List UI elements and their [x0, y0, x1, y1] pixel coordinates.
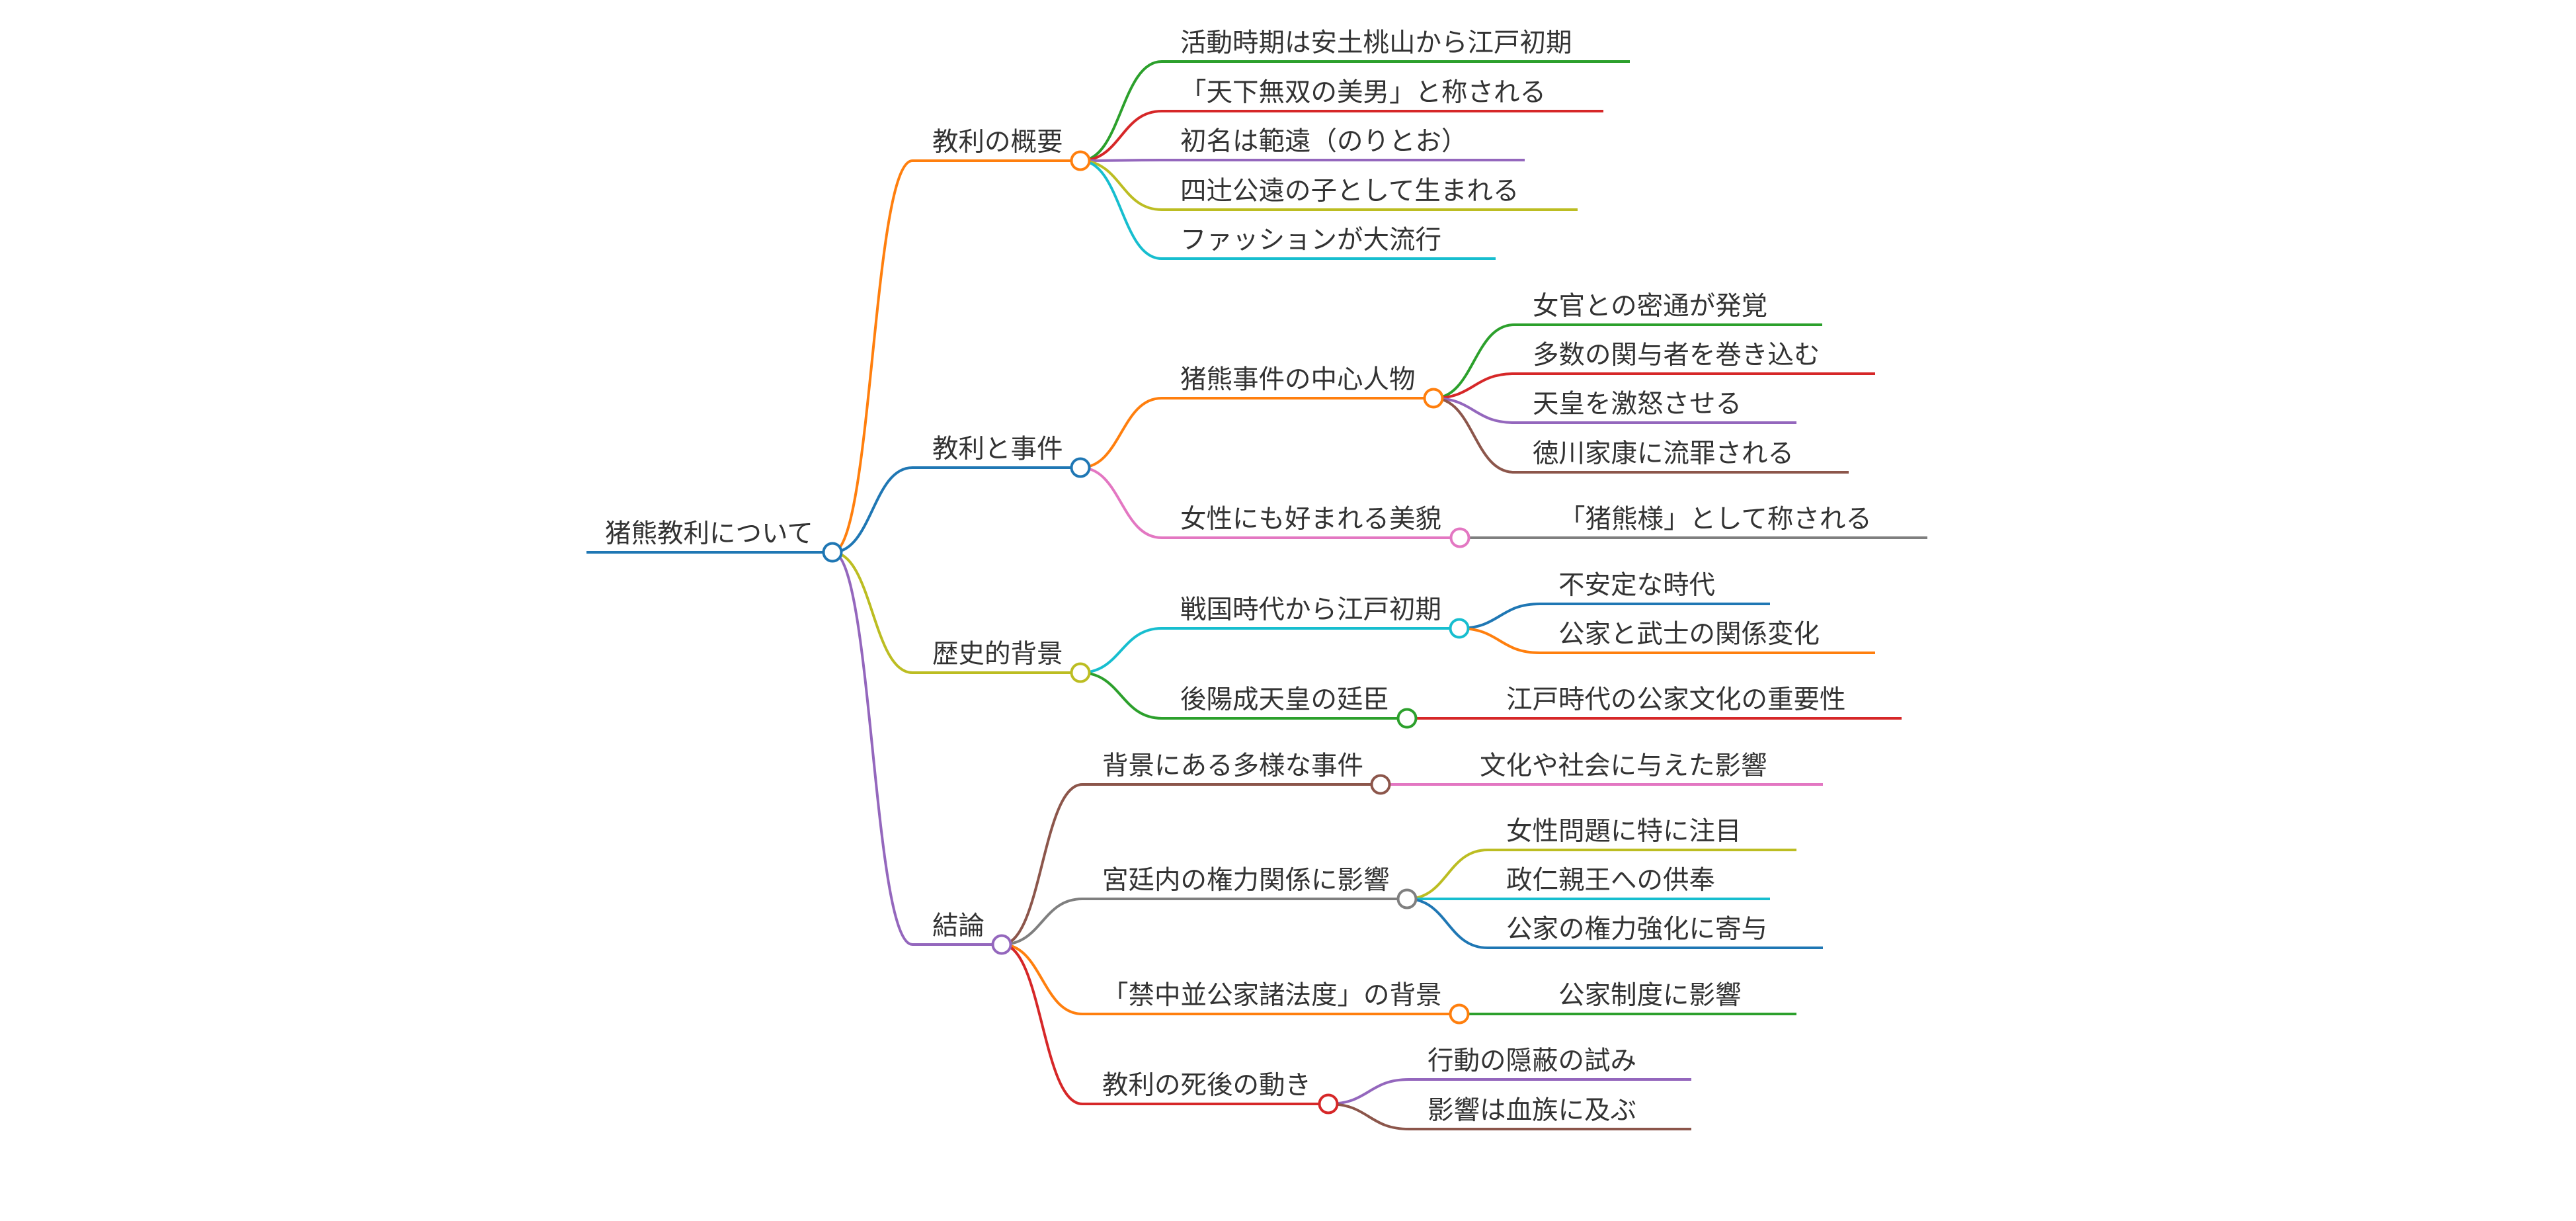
detail-label: 天皇を激怒させる [1533, 389, 1742, 419]
branch-label-conclusion: 結論 [932, 911, 985, 941]
subtopic-collapse-toggle[interactable] [1449, 527, 1470, 548]
subtopic-collapse-toggle[interactable] [1318, 1093, 1339, 1115]
link-subtopic [1080, 466, 1162, 539]
link-conclusion [832, 551, 913, 946]
node-toggles [822, 150, 1470, 1115]
subtopic-label: 教利の死後の動き [1102, 1070, 1311, 1101]
branch-collapse-toggle[interactable] [991, 934, 1012, 955]
subtopic-collapse-toggle[interactable] [1449, 618, 1470, 639]
link-subtopic [1080, 110, 1162, 162]
subtopic-label: 「禁中並公家諸法度」の背景 [1102, 980, 1442, 1011]
link-subtopic [1080, 159, 1162, 211]
subtopic-label: 女性にも好まれる美貌 [1180, 504, 1441, 534]
link-detail [1433, 397, 1515, 474]
link-detail [1433, 323, 1515, 400]
link-incident [832, 466, 913, 554]
link-subtopic [1001, 783, 1083, 946]
node-underlines [586, 60, 1927, 1130]
branch-collapse-toggle[interactable] [1070, 150, 1091, 171]
detail-label: 行動の隠蔽の試み [1428, 1046, 1636, 1076]
subtopic-label: 活動時期は安土桃山から江戸初期 [1180, 28, 1572, 58]
link-detail [1459, 627, 1541, 654]
branch-label-incident: 教利と事件 [932, 434, 1063, 464]
detail-label: 多数の関与者を巻き込む [1533, 340, 1820, 370]
subtopic-collapse-toggle[interactable] [1396, 708, 1418, 729]
link-detail [1328, 1103, 1410, 1130]
subtopic-label: 背景にある多様な事件 [1102, 751, 1363, 781]
detail-label: 公家と武士の関係変化 [1558, 619, 1820, 650]
link-subtopic [1080, 159, 1162, 162]
subtopic-collapse-toggle[interactable] [1370, 774, 1391, 795]
subtopic-collapse-toggle[interactable] [1423, 388, 1444, 409]
subtopic-label: 「天下無双の美男」と称される [1180, 77, 1546, 108]
detail-label: 政仁親王への供奉 [1506, 865, 1715, 896]
link-detail [1406, 898, 1488, 949]
branch-label-historical-background: 歴史的背景 [932, 639, 1063, 669]
subtopic-label: 猪熊事件の中心人物 [1180, 364, 1416, 395]
subtopic-label: 後陽成天皇の廷臣 [1180, 685, 1389, 715]
subtopic-collapse-toggle[interactable] [1449, 1003, 1470, 1025]
subtopic-label: 初名は範遠（のりとお） [1180, 126, 1468, 157]
link-subtopic [1080, 397, 1162, 469]
link-detail [1328, 1078, 1410, 1105]
link-subtopic [1080, 671, 1162, 720]
link-overview [832, 159, 913, 554]
link-subtopic [1001, 898, 1083, 946]
detail-label: 不安定な時代 [1558, 570, 1715, 601]
subtopic-label: 四辻公遠の子として生まれる [1180, 176, 1519, 206]
link-subtopic [1080, 159, 1162, 260]
branch-label-overview: 教利の概要 [932, 127, 1063, 157]
subtopic-label: 戦国時代から江戸初期 [1180, 595, 1441, 625]
detail-label: 女性問題に特に注目 [1506, 816, 1742, 847]
link-detail [1433, 372, 1515, 400]
detail-label: 文化や社会に与えた影響 [1480, 751, 1767, 781]
root-collapse-toggle[interactable] [822, 542, 843, 563]
link-detail [1459, 603, 1541, 630]
branch-links [832, 60, 1541, 1130]
detail-label: 江戸時代の公家文化の重要性 [1506, 685, 1846, 715]
detail-label: 公家の権力強化に寄与 [1506, 914, 1767, 945]
link-detail [1433, 397, 1515, 424]
subtopic-label: ファッションが大流行 [1180, 225, 1441, 255]
root-topic-label: 猪熊教利について [605, 519, 813, 549]
detail-label: 「猪熊様」として称される [1559, 504, 1872, 534]
branch-collapse-toggle[interactable] [1070, 457, 1091, 478]
detail-label: 影響は血族に及ぶ [1428, 1095, 1636, 1126]
link-historical-background [832, 551, 913, 674]
detail-label: 公家制度に影響 [1558, 980, 1742, 1011]
link-subtopic [1080, 60, 1162, 162]
subtopic-collapse-toggle[interactable] [1396, 888, 1418, 909]
link-subtopic [1001, 943, 1083, 1105]
subtopic-label: 宮廷内の権力関係に影響 [1102, 865, 1390, 896]
detail-label: 徳川家康に流罪される [1533, 439, 1794, 469]
link-subtopic [1080, 627, 1162, 674]
link-detail [1406, 849, 1488, 900]
link-subtopic [1001, 943, 1083, 1015]
detail-label: 女官との密通が発覚 [1533, 291, 1768, 321]
branch-collapse-toggle[interactable] [1070, 662, 1091, 683]
